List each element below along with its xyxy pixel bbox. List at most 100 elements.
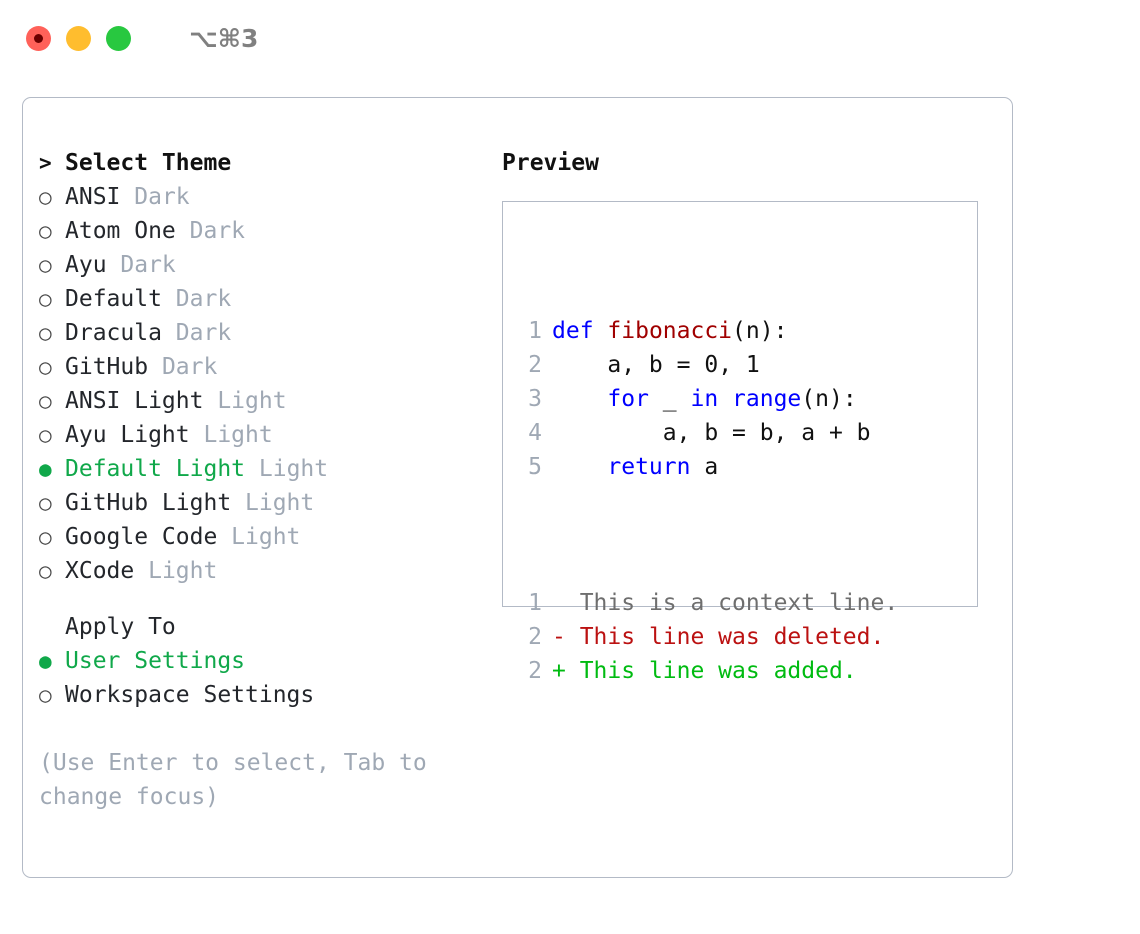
diff-line-added: 2 + This line was added. — [516, 654, 898, 688]
code-token — [552, 386, 607, 412]
code-token — [594, 318, 608, 344]
code-token: , — [718, 352, 746, 378]
radio-unselected-icon: ○ — [39, 287, 52, 311]
theme-item-tag: Light — [231, 524, 301, 550]
radio-unselected-icon: ○ — [39, 389, 52, 413]
theme-picker-column: > Select Theme ○ANSI Dark○Atom One Dark○… — [39, 146, 499, 814]
apply-to-title: Apply To — [65, 614, 176, 640]
theme-item-google-code[interactable]: ○Google Code Light — [39, 520, 499, 554]
theme-item-label: Default — [65, 286, 176, 312]
apply-to-item-user-settings[interactable]: ●User Settings — [39, 644, 499, 678]
apply-to-list: ●User Settings ○ Workspace Settings — [39, 644, 499, 712]
theme-item-tag: Light — [258, 456, 329, 482]
theme-item-tag: Light — [217, 388, 287, 414]
theme-item-atom-one[interactable]: ○Atom One Dark — [39, 214, 499, 248]
theme-list: ○ANSI Dark○Atom One Dark○Ayu Dark○Defaul… — [39, 180, 499, 588]
apply-to-item-label: Workspace Settings — [65, 682, 315, 708]
close-button-icon[interactable] — [26, 25, 51, 51]
apply-to-item-label: User Settings — [65, 648, 246, 674]
theme-item-default-light[interactable]: ● Default Light Light — [39, 452, 499, 486]
code-token — [552, 454, 607, 480]
preview-title: Preview — [502, 150, 599, 176]
diff-text: This line was deleted. — [565, 624, 885, 650]
theme-item-dracula[interactable]: ○ Dracula Dark — [39, 316, 499, 350]
theme-item-ansi-light[interactable]: ○ ANSI Light Light — [39, 384, 499, 418]
theme-item-ansi[interactable]: ○ANSI Dark — [39, 180, 499, 214]
theme-item-tag: Dark — [134, 184, 190, 210]
code-token: a, b = — [552, 352, 705, 378]
code-token: range — [732, 386, 802, 412]
radio-unselected-icon: ○ — [39, 185, 52, 209]
radio-selected-icon: ● — [39, 457, 52, 481]
theme-item-label: Default Light — [65, 456, 259, 482]
diff-text: This is a context line. — [565, 590, 899, 616]
theme-item-tag: Light — [245, 490, 315, 516]
code-line: 2 a, b = 0, 1 — [516, 348, 898, 382]
theme-item-tag: Dark — [189, 218, 246, 244]
title-bar: ⌥⌘3 — [0, 0, 1140, 76]
theme-item-label: Ayu — [65, 252, 121, 278]
minimize-button-icon[interactable] — [66, 25, 91, 51]
radio-unselected-icon: ○ — [39, 423, 52, 447]
radio-unselected-icon: ○ — [39, 491, 52, 515]
line-number: 2 — [528, 658, 542, 684]
select-theme-header: > Select Theme — [39, 146, 499, 180]
theme-item-label: Atom One — [65, 218, 190, 244]
theme-item-tag: Dark — [161, 354, 218, 380]
line-number: 1 — [528, 590, 542, 616]
theme-item-label: GitHub Light — [65, 490, 246, 516]
diff-line-context: 1 This is a context line. — [516, 586, 898, 620]
maximize-button-icon[interactable] — [106, 25, 131, 51]
theme-item-xcode[interactable]: ○XCode Light — [39, 554, 499, 588]
code-token: def — [552, 318, 594, 344]
theme-item-tag: Dark — [175, 320, 232, 346]
panel-columns: > Select Theme ○ANSI Dark○Atom One Dark○… — [23, 98, 1012, 877]
theme-item-label: ANSI Light — [65, 388, 218, 414]
code-token: a, b = b, a + b — [552, 420, 871, 446]
code-line: 1 def fibonacci(n): — [516, 314, 898, 348]
theme-item-ayu-light[interactable]: ○Ayu Light Light — [39, 418, 499, 452]
line-number: 4 — [528, 420, 542, 446]
line-number: 2 — [528, 352, 542, 378]
code-token: 1 — [745, 352, 760, 378]
theme-item-tag: Dark — [175, 286, 232, 312]
line-number: 1 — [528, 318, 542, 344]
theme-item-label: XCode — [65, 558, 149, 584]
radio-unselected-icon: ○ — [39, 559, 52, 583]
code-token: 0 — [704, 352, 719, 378]
record-indicator-icon — [34, 33, 43, 43]
theme-item-label: GitHub — [65, 354, 162, 380]
keyboard-shortcut-label: ⌥⌘3 — [189, 23, 259, 53]
code-line: 5 return a — [516, 450, 898, 484]
radio-unselected-icon: ○ — [39, 321, 52, 345]
theme-item-tag: Dark — [120, 252, 176, 278]
list-gap — [39, 588, 499, 610]
code-line: 4 a, b = b, a + b — [516, 416, 898, 450]
diff-marker — [552, 590, 566, 616]
code-token: (n): — [732, 318, 788, 344]
line-number: 3 — [528, 386, 542, 412]
code-token: a — [690, 454, 719, 480]
theme-item-default[interactable]: ○ Default Dark — [39, 282, 499, 316]
code-token: in — [690, 386, 719, 412]
code-token: fibonacci — [607, 318, 733, 344]
theme-item-label: Ayu Light — [65, 422, 204, 448]
theme-item-github-light[interactable]: ○ GitHub Light Light — [39, 486, 499, 520]
line-number: 2 — [528, 624, 542, 650]
diff-marker: + — [552, 658, 566, 684]
radio-unselected-icon: ○ — [39, 355, 52, 379]
diff-text: This line was added. — [565, 658, 857, 684]
code-token: (n): — [801, 386, 857, 412]
theme-item-label: Google Code — [65, 524, 232, 550]
radio-unselected-icon: ○ — [39, 683, 52, 707]
diff-line-deleted: 2- This line was deleted. — [516, 620, 898, 654]
theme-item-ayu[interactable]: ○Ayu Dark — [39, 248, 499, 282]
apply-to-item-workspace-settings[interactable]: ○ Workspace Settings — [39, 678, 499, 712]
theme-item-github[interactable]: ○ GitHub Dark — [39, 350, 499, 384]
theme-item-label: Dracula — [65, 320, 176, 346]
code-line: 3 for _ in range(n): — [516, 382, 898, 416]
